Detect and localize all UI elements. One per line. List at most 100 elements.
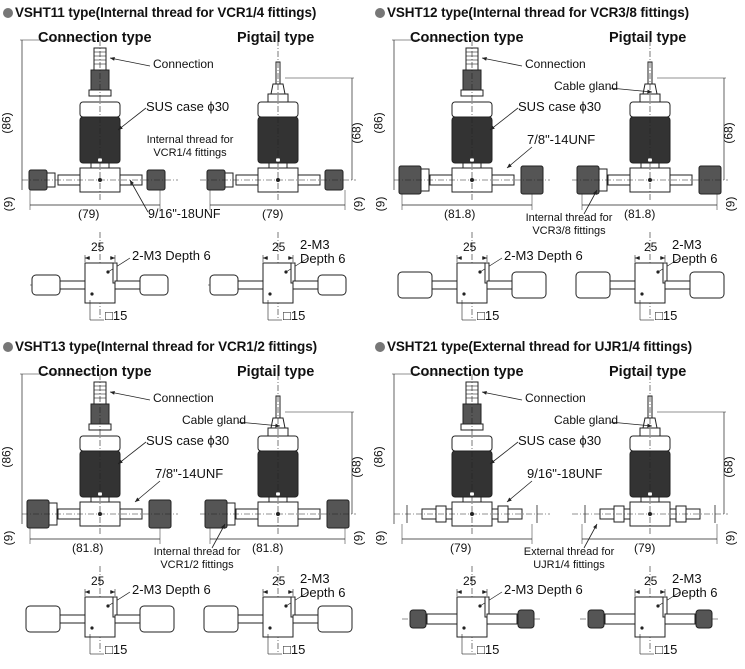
thread-callout-a: 7/8"-14UNF	[155, 466, 224, 481]
top-side	[662, 262, 668, 284]
pigtail-type-heading: Pigtail type	[609, 364, 687, 380]
top-pipe-r	[114, 280, 141, 290]
top-block	[84, 596, 116, 638]
dim-width-pigtail: (81.8)	[624, 207, 656, 221]
dim-offset-9-right: (9)	[351, 196, 366, 212]
thread-leader	[506, 480, 533, 503]
top-pipe-r	[486, 613, 518, 625]
thread-callout-b: 9/16"-18UNF	[148, 207, 221, 221]
thread-leader-b-head	[593, 190, 597, 195]
dim-arrow-r-head	[110, 590, 115, 594]
top-block	[456, 596, 488, 638]
sus-case-leader	[117, 107, 147, 131]
dim-arrow-l-head	[263, 256, 268, 260]
top-pipe-l	[426, 613, 458, 625]
m3-leader	[285, 591, 309, 607]
dim-width-pigtail: (81.8)	[252, 541, 284, 555]
dim-width-connection: (79)	[450, 541, 472, 555]
thread-leader	[129, 179, 149, 213]
case-mark	[648, 492, 652, 496]
top-side	[290, 262, 296, 284]
top-pipe-l	[59, 614, 86, 624]
top-side	[112, 596, 118, 618]
dim-width-connection: (79)	[78, 207, 100, 221]
thread-leader-head	[507, 163, 512, 168]
thread-callout-a: 7/8"-14UNF	[527, 132, 596, 147]
bullet-icon	[3, 8, 13, 18]
dim-25-pigtail: 25	[644, 574, 658, 588]
thread-callout-b: External thread for UJR1/4 fittings	[523, 546, 615, 571]
dim-offset-9-right: (9)	[723, 196, 738, 212]
hole-1	[462, 626, 466, 630]
cable-gland-callout: Cable gland	[182, 413, 247, 427]
case-mark	[276, 158, 280, 162]
m3-callout-pigtail: 2-M3	[300, 571, 330, 586]
thread-callout-a: Internal thread for VCR1/4 fittings	[146, 134, 234, 159]
dim-height-86: (86)	[371, 446, 386, 468]
sus-case-leader-head	[118, 459, 123, 464]
m3-leader	[657, 257, 681, 273]
panel-title: VSHT11 type(Internal thread for VCR1/4 f…	[3, 5, 316, 20]
hole-1	[268, 292, 272, 296]
case-mark	[470, 492, 474, 496]
pipe-right	[119, 508, 143, 520]
panel-vsht11: VSHT11 type(Internal thread for VCR1/4 f…	[0, 0, 372, 334]
m3-depth-callout-connection: 2-M3 Depth 6	[504, 248, 583, 263]
top-union-r	[517, 609, 535, 629]
top-pipe-r	[486, 280, 513, 290]
square-15-connection: □15	[105, 642, 128, 657]
sus-case-callout: SUS case ϕ30	[146, 433, 230, 448]
top-pipe-r	[114, 614, 141, 624]
panel-title: VSHT13 type(Internal thread for VCR1/2 f…	[3, 339, 317, 354]
dim-offset-9-left: (9)	[373, 196, 388, 212]
depth-callout-pigtail: Depth 6	[672, 251, 718, 266]
pipe-right	[297, 174, 321, 186]
hole-1	[462, 292, 466, 296]
square-15-connection: □15	[477, 642, 500, 657]
top-pipe-l	[59, 280, 86, 290]
top-fitting-r	[689, 271, 725, 299]
cable-gland-callout: Cable gland	[554, 413, 619, 427]
top-block	[262, 596, 294, 638]
m3-callout-pigtail: 2-M3	[300, 237, 330, 252]
thread-leader-head	[507, 497, 512, 502]
dim-arrow-r-head	[482, 590, 487, 594]
dim-height-68: (68)	[721, 456, 736, 478]
pigtail-type-heading: Pigtail type	[237, 30, 315, 46]
dim-offset-9-right: (9)	[723, 530, 738, 546]
top-pipe-l	[237, 614, 264, 624]
top-pipe-r	[664, 613, 696, 625]
sus-case-leader	[489, 441, 519, 465]
top-side	[484, 262, 490, 284]
case-mark	[276, 492, 280, 496]
panel-title-text: VSHT11 type(Internal thread for VCR1/4 f…	[15, 5, 317, 20]
connection-callout: Connection	[525, 391, 586, 405]
dim-25-pigtail: 25	[272, 240, 286, 254]
dim-25-connection: 25	[463, 240, 477, 254]
top-block	[262, 262, 294, 304]
dim-width-pigtail: (79)	[634, 541, 656, 555]
top-fitting-l	[31, 274, 61, 296]
panel-vsht13: VSHT13 type(Internal thread for VCR1/2 f…	[0, 334, 372, 668]
technical-drawing	[392, 39, 728, 321]
square-15-connection: □15	[105, 308, 128, 323]
top-fitting-r	[317, 274, 347, 296]
top-block	[634, 596, 666, 638]
case-mark	[470, 158, 474, 162]
technical-drawing	[20, 373, 356, 655]
technical-drawing	[392, 373, 728, 655]
sus-case-leader-head	[490, 125, 495, 130]
dim-offset-9-right: (9)	[351, 530, 366, 546]
dim-offset-9-left: (9)	[373, 530, 388, 546]
thread-callout-a: 9/16"-18UNF	[527, 466, 603, 481]
bullet-icon	[375, 342, 385, 352]
pipe-right	[669, 174, 693, 186]
pigtail-type-heading: Pigtail type	[609, 30, 687, 46]
m3-leader	[107, 591, 131, 607]
m3-leader	[285, 257, 309, 273]
m3-depth-callout-connection: 2-M3 Depth 6	[132, 248, 211, 263]
pipe-right	[297, 508, 321, 520]
connection-leader	[481, 57, 523, 67]
hole-1	[640, 292, 644, 296]
thread-leader-head	[130, 180, 134, 185]
